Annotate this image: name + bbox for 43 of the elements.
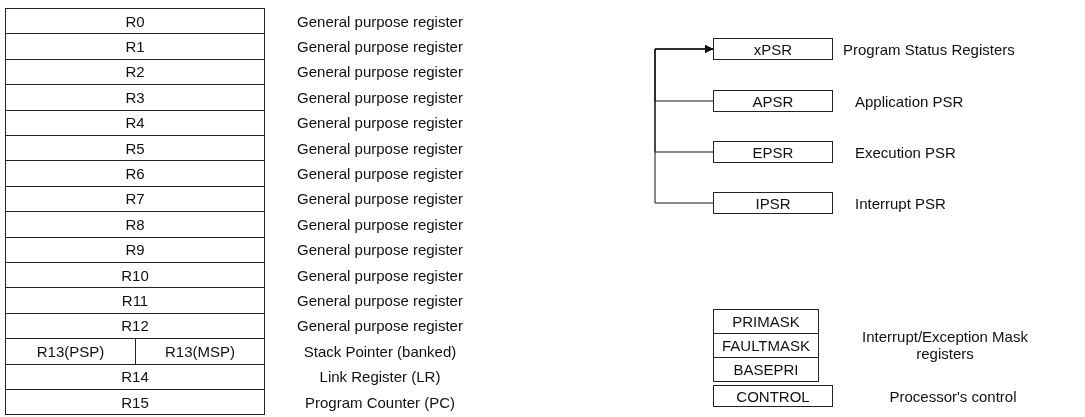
register-description: General purpose register	[296, 87, 464, 108]
register-cell: R5	[5, 135, 265, 162]
register-cell: R9	[5, 236, 265, 263]
register-description: General purpose register	[296, 11, 464, 32]
register-cell: R14	[5, 363, 265, 390]
register-cell: R15	[5, 389, 265, 416]
register-cell: FAULTMASK	[713, 333, 819, 358]
register-description: General purpose register	[296, 37, 464, 58]
register-cell: R6	[5, 160, 265, 187]
register-cell: EPSR	[713, 141, 833, 163]
register-cell: xPSR	[713, 38, 833, 60]
register-description: General purpose register	[296, 214, 464, 235]
register-description: General purpose register	[296, 164, 464, 185]
register-description: General purpose register	[296, 62, 464, 83]
register-description: Execution PSR	[855, 142, 957, 163]
register-description: Application PSR	[855, 91, 965, 112]
register-cell: BASEPRI	[713, 357, 819, 382]
register-cell: CONTROL	[713, 385, 833, 407]
register-cell: R3	[5, 84, 265, 111]
register-cell: PRIMASK	[713, 309, 819, 334]
register-description: General purpose register	[296, 138, 464, 159]
register-description: General purpose register	[296, 291, 464, 312]
register-cell: R0	[5, 8, 265, 35]
register-cell: R10	[5, 262, 265, 289]
register-description: General purpose register	[296, 265, 464, 286]
register-description: General purpose register	[296, 240, 464, 261]
register-description: Processor's control	[888, 386, 1018, 407]
register-description: General purpose register	[296, 113, 464, 134]
register-description: General purpose register	[296, 316, 464, 337]
register-description: Program Counter (PC)	[303, 392, 456, 413]
register-description: Link Register (LR)	[318, 367, 442, 388]
arrow	[654, 45, 714, 204]
register-description: Stack Pointer (banked)	[302, 341, 458, 362]
register-description: Interrupt PSR	[855, 193, 947, 214]
register-cell: R1	[5, 33, 265, 60]
register-cell: IPSR	[713, 192, 833, 214]
register-description: Interrupt/Exception Mask registers	[861, 327, 1029, 364]
register-description: General purpose register	[296, 189, 464, 210]
register-cell: R11	[5, 287, 265, 314]
register-cell: R8	[5, 211, 265, 238]
register-cell: R4	[5, 109, 265, 136]
register-description: Program Status Registers	[843, 39, 1016, 60]
register-cell: APSR	[713, 90, 833, 112]
